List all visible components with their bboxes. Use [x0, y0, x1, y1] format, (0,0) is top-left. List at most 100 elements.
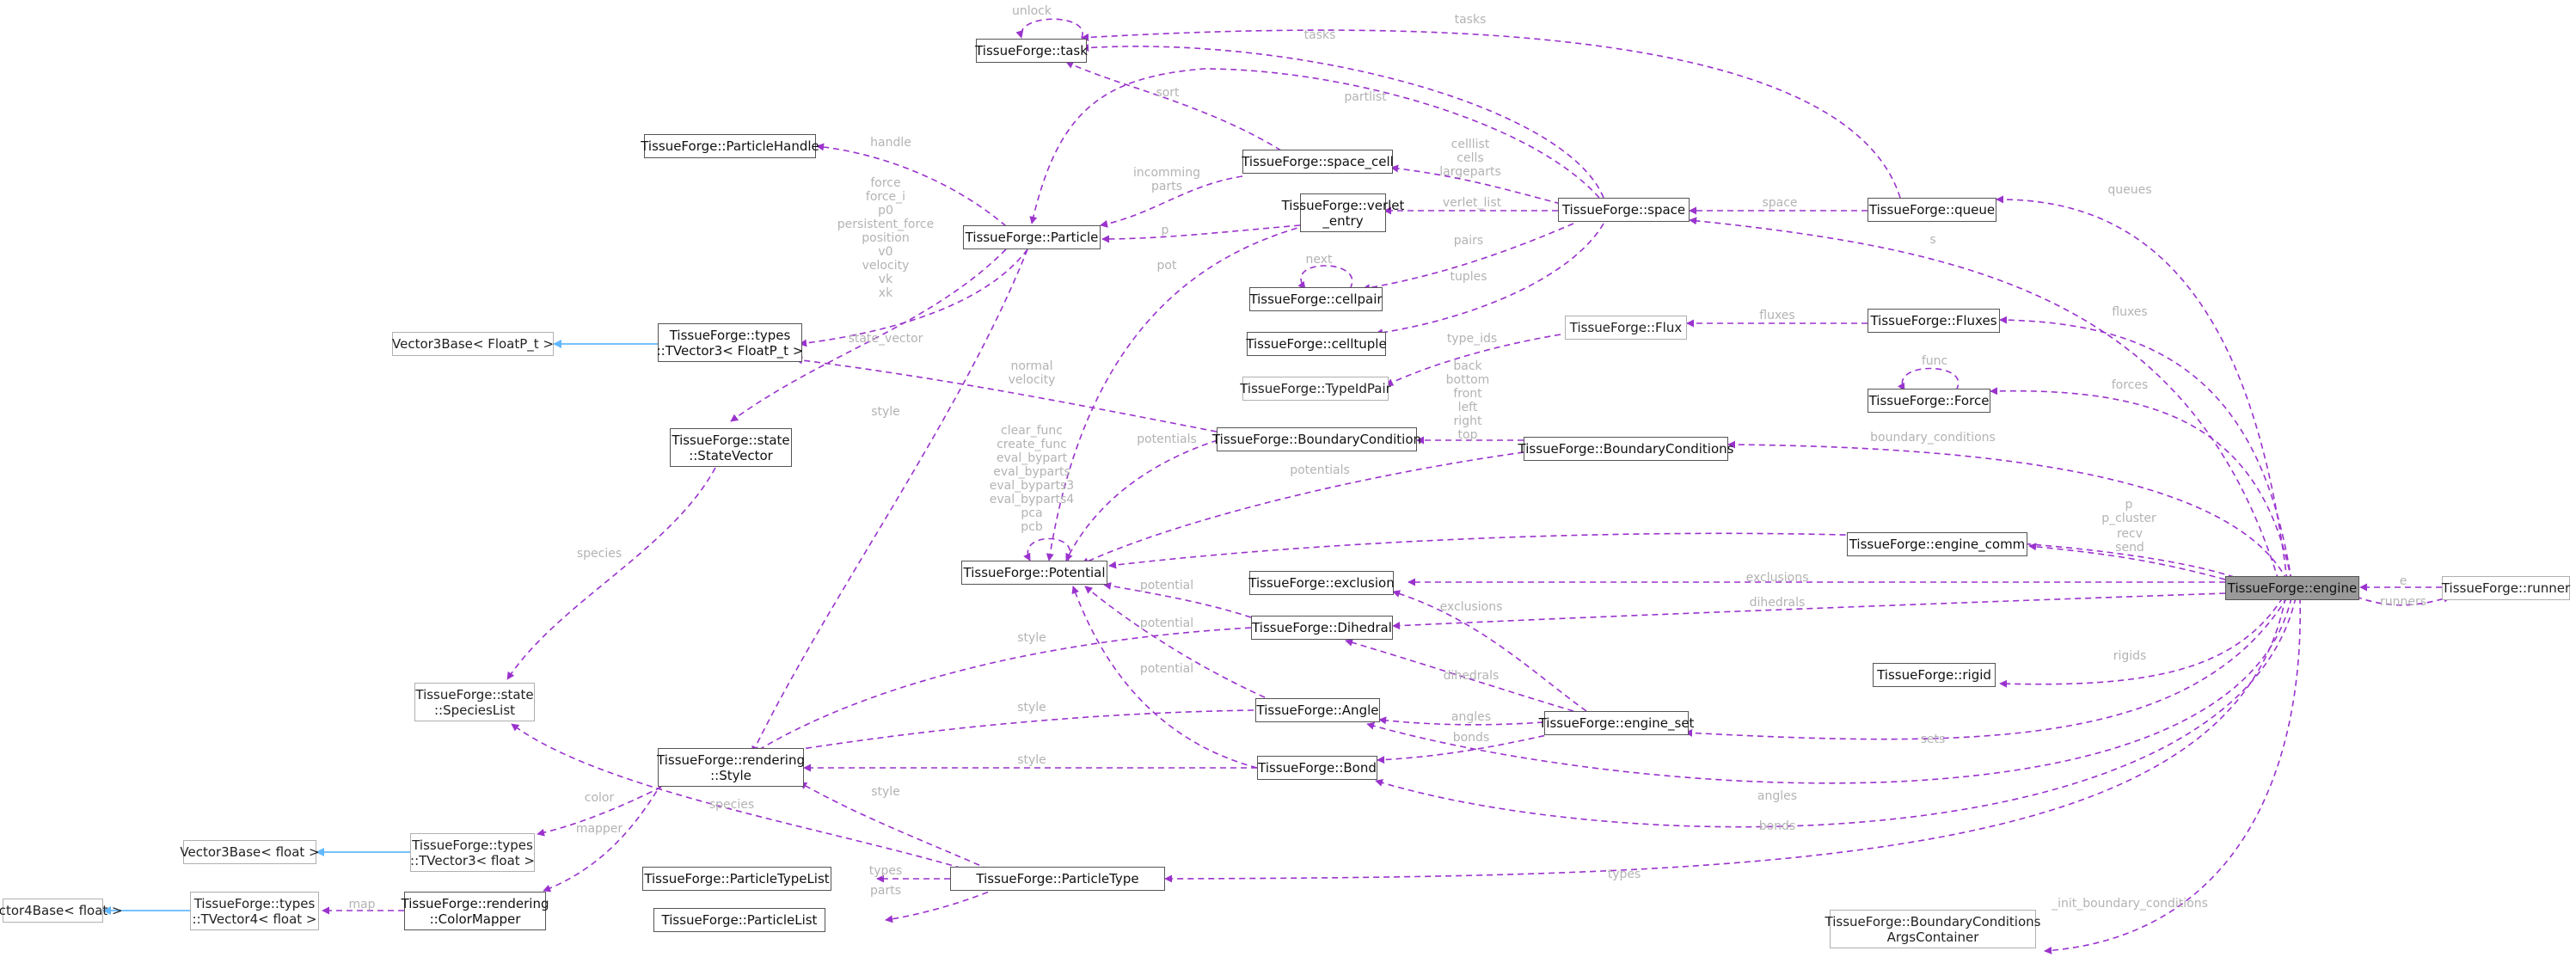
edge-label-sort: sort [1156, 86, 1180, 100]
node-verlet-entry[interactable]: TissueForge::verlet _entry [1282, 193, 1404, 232]
edge-label-fluxes-engine: fluxes [2112, 305, 2147, 319]
edge-pot [1046, 224, 1308, 561]
edge-label-style-bond: style [1017, 753, 1046, 767]
node-space-cell[interactable]: TissueForge::space_cell [1242, 150, 1394, 174]
edge-bonds-set [1377, 733, 1555, 764]
node-runner[interactable]: TissueForge::runner [2442, 576, 2570, 600]
edge-parts [885, 887, 998, 923]
node-tvector3-float[interactable]: TissueForge::types ::TVector3< float > [410, 833, 535, 872]
edge-label-potential-angle: potential [1140, 617, 1193, 630]
edge-label-sets: sets [1921, 733, 1946, 746]
edge-label-bonds-set: bonds [1453, 731, 1490, 745]
node-vector3base-float[interactable]: Vector3Base< float > [180, 840, 320, 864]
edge-label-angles-engine: angles [1757, 789, 1797, 803]
edge-p [1101, 224, 1301, 243]
edge-unlock [1015, 18, 1083, 39]
edge-potential-angle [1084, 586, 1275, 702]
node-cellpair[interactable]: TissueForge::cellpair [1249, 287, 1383, 311]
node-typeidpair[interactable]: TissueForge::TypeIdPair [1240, 377, 1391, 401]
node-particle-type[interactable]: TissueForge::ParticleType [950, 867, 1165, 891]
edge-label-tasks-queue: tasks [1455, 13, 1487, 27]
edge-label-style-particle: style [871, 405, 900, 419]
edge-s [1689, 217, 2279, 581]
node-engine[interactable]: TissueForge::engine [2225, 576, 2359, 600]
edge-normal-velocity [794, 356, 1217, 432]
node-state-vector[interactable]: TissueForge::state ::StateVector [670, 428, 792, 467]
edge-pairs [1362, 223, 1574, 292]
node-color-mapper[interactable]: TissueForge::rendering ::ColorMapper [402, 892, 549, 930]
node-tvector3-floatp[interactable]: TissueForge::types ::TVector3< FloatP_t … [657, 323, 803, 362]
edge-label-forces: forces [2112, 378, 2149, 392]
edge-label-angles-set: angles [1451, 710, 1491, 724]
edge-label-map: map [348, 898, 375, 911]
node-celltuple[interactable]: TissueForge::celltuple [1246, 332, 1387, 356]
node-bc-args-container[interactable]: TissueForge::BoundaryConditions ArgsCont… [1825, 910, 2040, 948]
node-dihedral[interactable]: TissueForge::Dihedral [1251, 616, 1393, 640]
edge-label-dihedrals-set: dihedrals [1444, 669, 1500, 683]
edge-angles-set [1378, 716, 1544, 726]
edge-label-species-type: species [709, 798, 754, 812]
node-particle-handle[interactable]: TissueForge::ParticleHandle [641, 134, 819, 158]
edge-label-color: color [585, 791, 615, 805]
edge-label-rigids: rigids [2113, 649, 2147, 663]
edge-mapper [543, 782, 663, 893]
edge-particle-fields [799, 248, 1028, 347]
edge-label-boundary-conditions: boundary_conditions [1870, 431, 1996, 445]
node-particle-list[interactable]: TissueForge::ParticleList [653, 908, 825, 932]
edge-handle [816, 143, 1007, 227]
edge-label-space: space [1762, 196, 1797, 210]
edge-label-dihedrals-engine: dihedrals [1750, 596, 1806, 610]
edge-label-handle: handle [870, 136, 911, 150]
node-flux[interactable]: TissueForge::Flux [1565, 316, 1687, 340]
node-fluxes[interactable]: TissueForge::Fluxes [1868, 309, 2000, 333]
node-style[interactable]: TissueForge::rendering ::Style [657, 748, 805, 787]
node-force[interactable]: TissueForge::Force [1868, 389, 1990, 413]
node-tvector4-float[interactable]: TissueForge::types ::TVector4< float > [190, 892, 319, 930]
edge-label-tasks-space: tasks [1304, 28, 1336, 42]
node-bond[interactable]: TissueForge::Bond [1257, 756, 1377, 780]
edge-species-type [511, 723, 972, 872]
edge-label-potentials-bcs: potentials [1290, 463, 1350, 477]
edge-label-tuples: tuples [1450, 270, 1487, 284]
edge-label-e: e [2400, 574, 2407, 588]
edge-label-potential-dihedral: potential [1140, 579, 1193, 592]
node-boundary-conditions[interactable]: TissueForge::BoundaryConditions [1518, 437, 1733, 461]
node-angle[interactable]: TissueForge::Angle [1255, 698, 1380, 722]
node-space[interactable]: TissueForge::space [1558, 198, 1690, 222]
edge-potential-dihedral [1103, 581, 1252, 618]
node-engine-set[interactable]: TissueForge::engine_set [1539, 711, 1694, 735]
edge-style-angle [751, 709, 1254, 760]
edge-label-type-ids: type_ids [1447, 332, 1497, 346]
edge-label-next: next [1305, 253, 1333, 267]
node-species-list[interactable]: TissueForge::state ::SpeciesList [414, 683, 535, 721]
edge-label-mapper: mapper [576, 822, 623, 836]
node-engine-comm[interactable]: TissueForge::engine_comm [1847, 532, 2027, 556]
node-particle[interactable]: TissueForge::Particle [963, 225, 1101, 249]
edge-sort [1065, 61, 1282, 151]
edge-label-init-bc: _init_boundary_conditions [2051, 897, 2208, 911]
edge-label-verlet-list: verlet_list [1443, 196, 1502, 210]
edge-type-ids [1385, 334, 1561, 386]
edge-species [506, 467, 716, 680]
edge-func [1898, 367, 1960, 391]
node-rigid[interactable]: TissueForge::rigid [1873, 663, 1996, 687]
node-vector4base-float[interactable]: Vector4Base< float > [0, 899, 123, 923]
edge-dihedrals-engine [1392, 592, 2226, 630]
edge-celllist [1390, 164, 1561, 205]
edge-label-style-dihedral: style [1017, 631, 1046, 645]
node-vector3base-floatp[interactable]: Vector3Base< FloatP_t > [392, 332, 554, 356]
node-task[interactable]: TissueForge::task [975, 39, 1088, 63]
node-potential[interactable]: TissueForge::Potential [961, 561, 1107, 585]
edge-style-dihedral [752, 627, 1252, 754]
edge-angles-engine [1366, 597, 2292, 784]
edge-next [1297, 265, 1353, 290]
node-queue[interactable]: TissueForge::queue [1868, 198, 1996, 222]
node-exclusion[interactable]: TissueForge::exclusion [1248, 571, 1395, 595]
node-boundary-condition[interactable]: TissueForge::BoundaryCondition [1212, 427, 1421, 451]
node-particle-type-list[interactable]: TissueForge::ParticleTypeList [642, 867, 831, 891]
edge-label-state-vector: state_vector [849, 332, 923, 346]
